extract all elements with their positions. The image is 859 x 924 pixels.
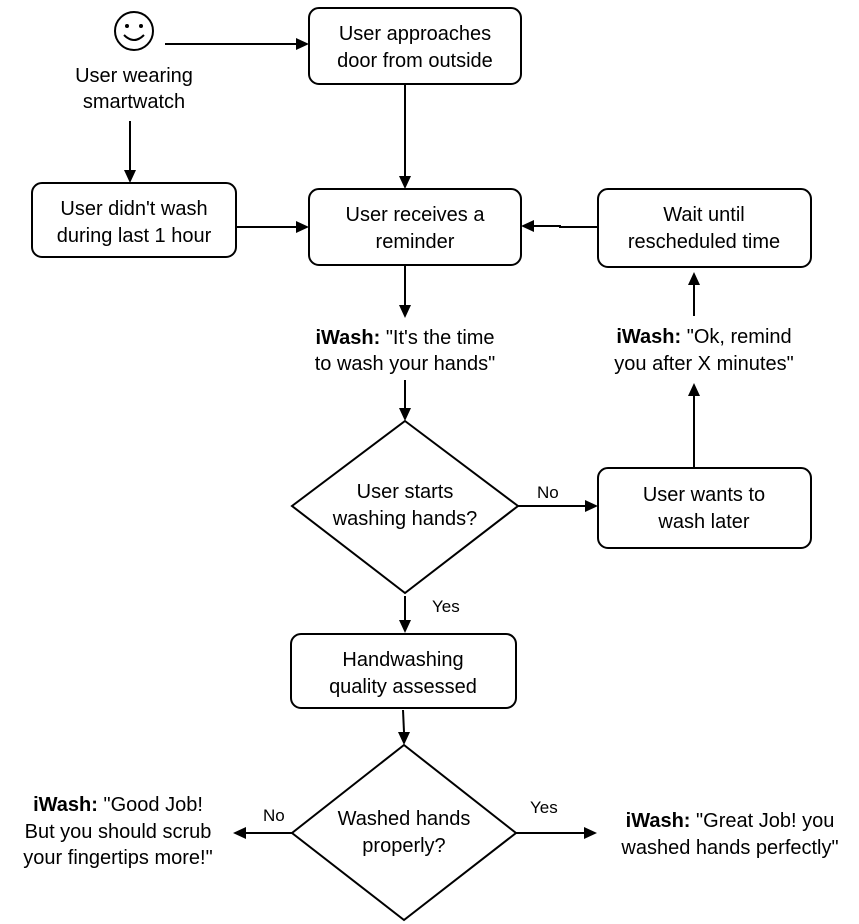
- arrowhead: [296, 38, 309, 50]
- message-line: to wash your hands": [315, 353, 496, 375]
- arrowhead: [399, 305, 411, 318]
- node-label: quality assessed: [329, 676, 477, 698]
- node-label: User wearing: [75, 65, 193, 87]
- arrowhead: [124, 170, 136, 183]
- node-user-receives-reminder: User receives a reminder: [308, 188, 522, 266]
- message-text: "It's the time: [380, 327, 494, 349]
- message-great-job: iWash: "Great Job! you washed hands perf…: [620, 810, 838, 859]
- speaker-label: iWash:: [626, 810, 691, 832]
- node-label: properly?: [362, 835, 445, 857]
- message-text: "Ok, remind: [681, 326, 791, 348]
- arrowhead: [296, 221, 309, 233]
- arrowhead: [584, 827, 597, 839]
- message-line: iWash: "Ok, remind: [616, 326, 791, 348]
- node-label: washing hands?: [332, 508, 478, 530]
- arrowhead: [399, 176, 411, 189]
- arrowhead: [399, 408, 411, 421]
- arrowhead: [233, 827, 246, 839]
- message-line: washed hands perfectly": [620, 837, 838, 859]
- message-line: iWash: "It's the time: [315, 327, 494, 349]
- node-user-approaches-door: User approaches door from outside: [308, 7, 522, 85]
- node-label: Wait until: [663, 204, 745, 226]
- speaker-label: iWash:: [315, 327, 380, 349]
- node-label: rescheduled time: [628, 231, 780, 253]
- speaker-label: iWash:: [616, 326, 681, 348]
- node-label: smartwatch: [83, 91, 185, 113]
- decision-user-starts-washing: User starts washing hands?: [290, 419, 520, 595]
- node-user-wants-later: User wants to wash later: [597, 467, 812, 549]
- node-label: Washed hands: [338, 808, 471, 830]
- node-label: wash later: [657, 511, 749, 533]
- node-label: User approaches: [339, 23, 491, 45]
- message-line: iWash: "Good Job!: [33, 794, 203, 816]
- node-wait-until-rescheduled: Wait until rescheduled time: [597, 188, 812, 268]
- node-label: User wants to: [643, 484, 765, 506]
- node-user-didnt-wash: User didn't wash during last 1 hour: [31, 182, 237, 258]
- arrowhead: [399, 620, 411, 633]
- node-user-wearing-smartwatch: User wearing smartwatch: [75, 11, 193, 113]
- node-label: reminder: [376, 231, 455, 253]
- edge-quality-to-washed: [402, 709, 405, 733]
- edge-label-no: No: [263, 806, 285, 825]
- message-time-to-wash: iWash: "It's the time to wash your hands…: [315, 327, 496, 375]
- node-label: Handwashing: [342, 649, 463, 671]
- edge-wait-to-receives: [534, 225, 598, 228]
- node-label: User starts: [357, 481, 454, 503]
- message-line: your fingertips more!": [23, 847, 212, 869]
- edge-label-no: No: [537, 483, 559, 502]
- decision-washed-properly: Washed hands properly?: [290, 743, 518, 922]
- edge-label-yes: Yes: [432, 597, 460, 616]
- speaker-label: iWash:: [33, 794, 98, 816]
- node-label: during last 1 hour: [57, 225, 212, 247]
- node-label: door from outside: [337, 50, 493, 72]
- edge-label-yes: Yes: [530, 798, 558, 817]
- edges: [124, 38, 700, 839]
- node-label: User didn't wash: [60, 198, 207, 220]
- smiley-icon: [114, 11, 154, 51]
- node-handwashing-quality: Handwashing quality assessed: [290, 633, 517, 709]
- message-remind-later: iWash: "Ok, remind you after X minutes": [614, 326, 793, 375]
- message-text: "Good Job!: [98, 794, 203, 816]
- message-line: But you should scrub: [25, 821, 212, 843]
- message-good-job: iWash: "Good Job! But you should scrub y…: [23, 794, 212, 869]
- message-line: you after X minutes": [614, 353, 793, 375]
- arrowhead: [688, 272, 700, 285]
- arrowhead: [398, 732, 410, 745]
- message-text: "Great Job! you: [690, 810, 834, 832]
- arrowhead: [521, 220, 534, 232]
- message-line: iWash: "Great Job! you: [626, 810, 835, 832]
- arrowhead: [688, 383, 700, 396]
- arrowhead: [585, 500, 598, 512]
- node-label: User receives a: [346, 204, 486, 226]
